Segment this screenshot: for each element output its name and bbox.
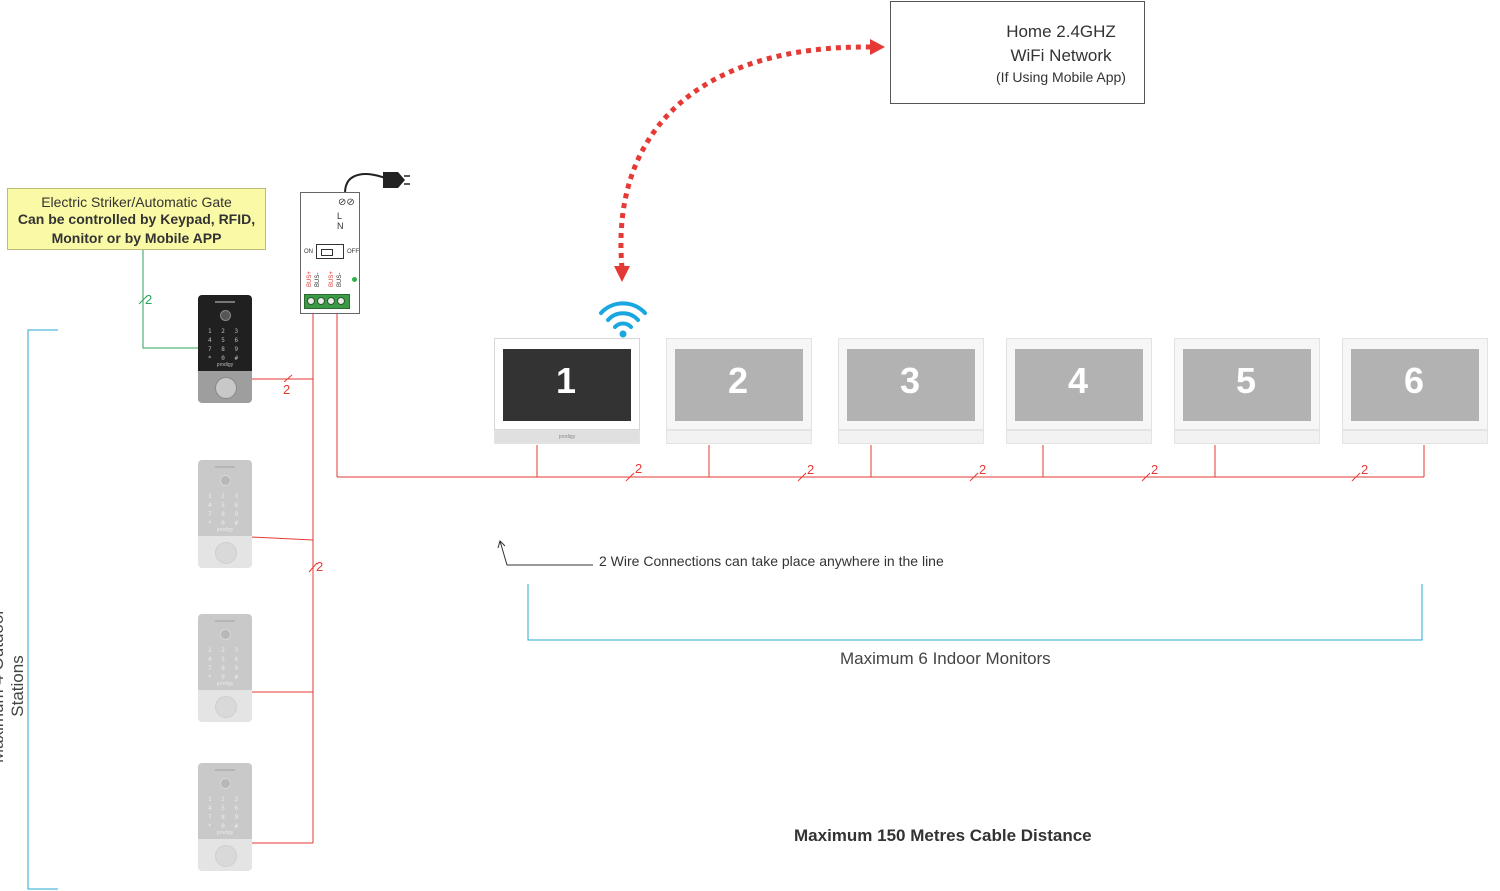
station-brand: prodigy <box>216 681 234 687</box>
monitor-bus-wire-count-1: 2 <box>635 461 643 476</box>
call-button <box>215 845 237 867</box>
wifi-box-line1: Home 2.4GHZ <box>1006 22 1116 41</box>
indoor-monitor-1: 1 prodigy <box>494 338 640 445</box>
bus-minus-label-2: BUS- <box>337 272 343 287</box>
station-brand: prodigy <box>216 527 234 533</box>
station-brand: prodigy <box>216 362 234 368</box>
camera-icon <box>220 629 231 640</box>
indoor-monitor-2: 2 <box>666 338 812 445</box>
keypad: 1 2 3 4 5 6 7 8 9 * 0 # <box>208 493 242 527</box>
mains-terminal-screws-icon: ⊘⊘ <box>338 197 355 208</box>
power-led-icon <box>352 277 357 282</box>
indoor-monitor-3: 3 <box>838 338 984 445</box>
monitor-bus-wire-count-5: 2 <box>1361 462 1369 477</box>
wifi-box-line2: WiFi Network <box>1010 46 1112 65</box>
outdoor-bus-wire-count: 2 <box>316 559 324 574</box>
note-pointer <box>499 540 593 566</box>
bus-plus-label-1: BUS+ <box>307 271 313 287</box>
outdoor-bracket <box>27 329 58 890</box>
indoor-monitor-4: 4 <box>1006 338 1152 445</box>
monitor-number: 6 <box>1403 360 1425 401</box>
call-button <box>215 542 237 564</box>
call-button <box>215 696 237 718</box>
keypad: 1 2 3 4 5 6 7 8 9 * 0 # <box>208 796 242 830</box>
mains-terminal-label: L N <box>337 211 348 231</box>
gate-wire <box>142 250 198 349</box>
cable-distance-label: Maximum 150 Metres Cable Distance <box>794 826 1092 845</box>
bus-plus-label-2: BUS+ <box>329 271 335 287</box>
bus-terminal-block <box>304 294 350 309</box>
monitor-bus-wire-count-4: 2 <box>1151 462 1159 477</box>
wifi-network-box: Home 2.4GHZ WiFi Network (If Using Mobil… <box>890 1 1145 104</box>
station-brand: prodigy <box>216 830 234 836</box>
power-plug <box>383 172 405 188</box>
outdoor-station-4: 1 2 3 4 5 6 7 8 9 * 0 # prodigy <box>198 763 252 871</box>
striker-note-line1: Electric Striker/Automatic Gate <box>41 194 232 210</box>
striker-note-line2: Can be controlled by Keypad, RFID, <box>17 211 256 227</box>
indoor-monitor-5: 5 <box>1174 338 1320 445</box>
camera-icon <box>220 778 231 789</box>
striker-note: Electric Striker/Automatic Gate Can be c… <box>7 188 266 250</box>
station-2-wire <box>250 536 314 541</box>
monitor-number: 2 <box>727 360 749 401</box>
power-supply-unit: ⊘⊘ L N ON OFF BUS+ BUS- BUS+ BUS- <box>300 192 360 314</box>
power-cable <box>344 173 386 194</box>
camera-icon <box>220 310 231 321</box>
monitor-number: 5 <box>1235 360 1257 401</box>
outdoor-stations-label: Maximum 4 Outdoor Stations <box>0 609 27 763</box>
outdoor-station-1: 1 2 3 4 5 6 7 8 9 * 0 # prodigy <box>198 295 252 403</box>
indoor-bracket <box>527 584 1423 641</box>
outdoor-station-3: 1 2 3 4 5 6 7 8 9 * 0 # prodigy <box>198 614 252 722</box>
monitor-number: 3 <box>899 360 921 401</box>
station-wire-count: 2 <box>283 382 291 397</box>
keypad: 1 2 3 4 5 6 7 8 9 * 0 # <box>208 647 242 681</box>
monitor-bus-wire-count-3: 2 <box>979 462 987 477</box>
power-switch <box>316 244 344 259</box>
call-button <box>215 377 237 399</box>
monitor-brand: prodigy <box>558 434 576 440</box>
wifi-link-arrowhead-top <box>870 39 885 55</box>
switch-on-label: ON <box>304 249 313 255</box>
monitor-bus-wire-count-2: 2 <box>807 462 815 477</box>
monitor-number: 4 <box>1067 360 1089 401</box>
gate-wire-count: 2 <box>145 292 153 307</box>
wifi-link-arrowhead-bottom <box>614 266 630 282</box>
wifi-link-arrow <box>618 44 873 269</box>
keypad: 1 2 3 4 5 6 7 8 9 * 0 # <box>208 328 242 362</box>
indoor-monitors-label: Maximum 6 Indoor Monitors <box>840 649 1051 668</box>
outdoor-station-2: 1 2 3 4 5 6 7 8 9 * 0 # prodigy <box>198 460 252 568</box>
switch-off-label: OFF <box>347 249 359 255</box>
indoor-monitor-6: 6 <box>1342 338 1488 445</box>
monitor-number: 1 <box>555 360 577 401</box>
wire-connection-note: 2 Wire Connections can take place anywhe… <box>599 553 944 569</box>
bus-minus-label-1: BUS- <box>315 272 321 287</box>
monitor-wifi-icon <box>599 301 647 329</box>
striker-note-line3: Monitor or by Mobile APP <box>51 230 222 246</box>
camera-icon <box>220 475 231 486</box>
wifi-box-line3: (If Using Mobile App) <box>996 69 1126 85</box>
